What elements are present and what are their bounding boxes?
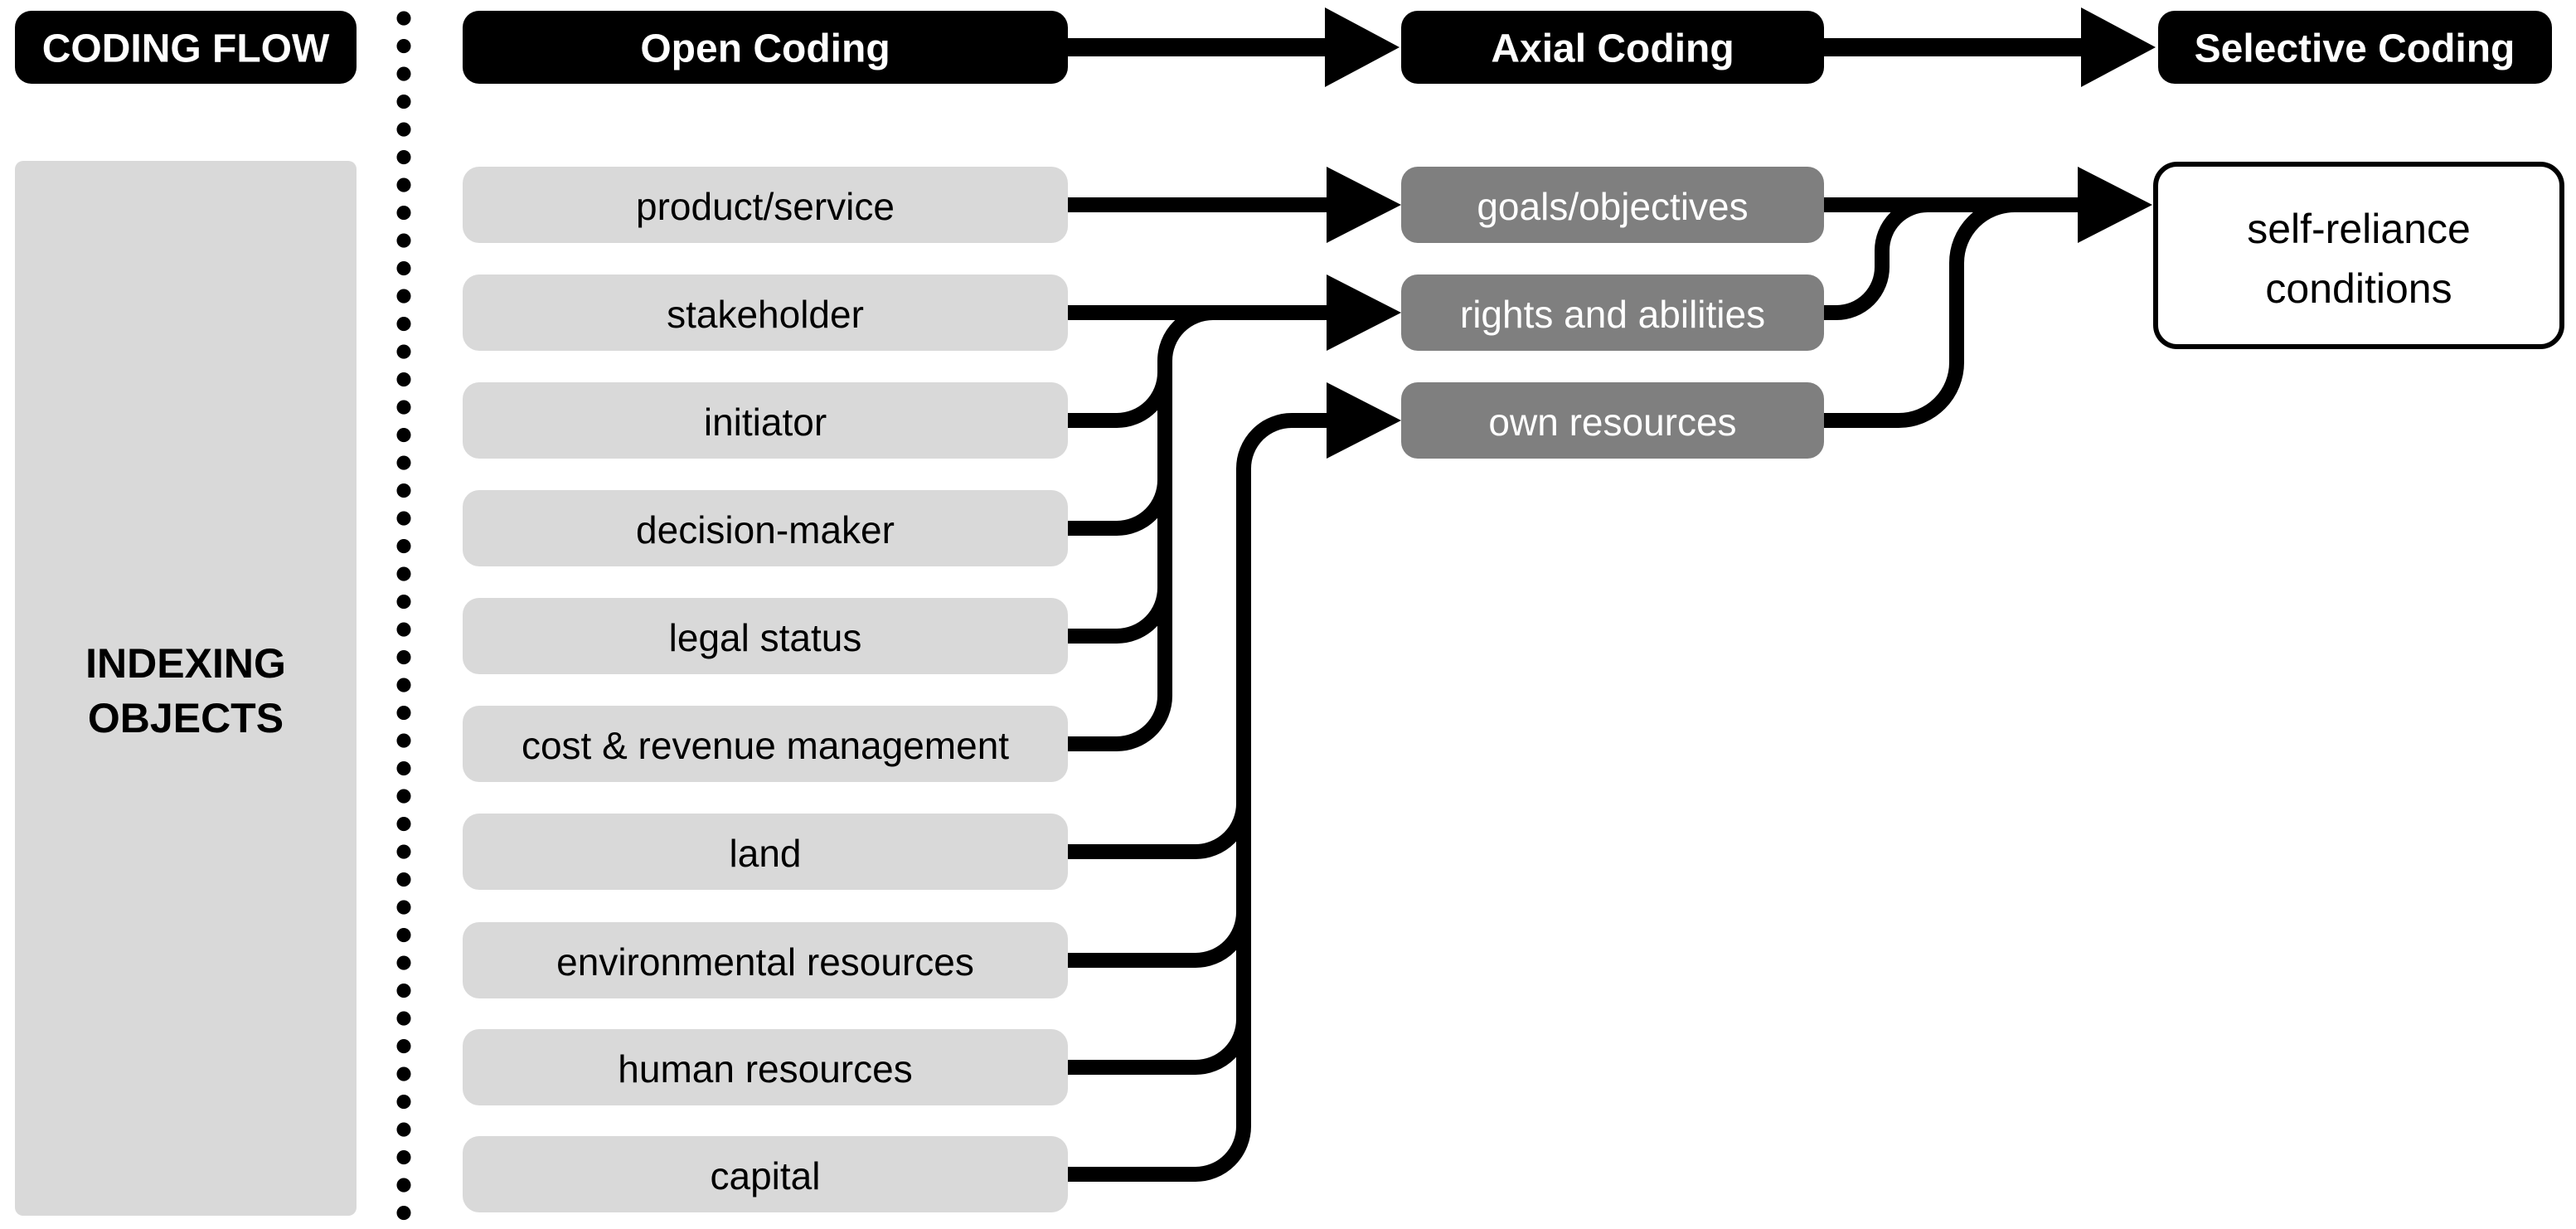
axial-code-rights-abilities: rights and abilities [1401,274,1824,351]
axial-code-box [1401,274,1824,351]
selective-coding-label: Selective Coding [2195,27,2515,71]
open-code-human-resources: human resources [463,1029,1068,1105]
open-code-label: land [730,832,802,875]
legend-coding-flow: CODING FLOW [15,11,357,84]
stage-axial-coding: Axial Coding [1401,11,1824,84]
arrowhead-to-rights [1327,274,1401,351]
open-code-box [463,706,1068,782]
open-code-product-service: product/service [463,167,1068,243]
open-code-box [463,814,1068,890]
axial-code-goals-objectives: goals/objectives [1401,167,1824,243]
open-code-capital: capital [463,1136,1068,1212]
axial-coding-label: Axial Coding [1491,27,1734,71]
connector-land-stub [1068,803,1251,859]
axial-code-label: rights and abilities [1460,293,1765,336]
open-code-environmental-resources: environmental resources [463,922,1068,998]
open-code-land: land [463,814,1068,890]
axial-code-box [1401,382,1824,459]
selective-code-label-line2: conditions [2265,265,2452,312]
arrowhead-to-selfreliance [2078,167,2152,243]
connector-legalstatus-stub [1068,587,1172,644]
open-code-label: environmental resources [556,940,974,984]
coding-flow-box [15,11,357,84]
open-code-box [463,1029,1068,1105]
stage-selective-coding: Selective Coding [2158,11,2552,84]
open-code-label: legal status [669,616,862,659]
axial-code-label: own resources [1488,401,1736,444]
open-code-box [463,1136,1068,1212]
open-code-label: stakeholder [667,293,864,336]
open-coding-label: Open Coding [640,27,890,71]
axial-coding-box [1401,11,1824,84]
selective-coding-box [2158,11,2552,84]
selective-code-box [2153,162,2564,349]
open-code-label: initiator [704,401,827,444]
open-code-legal-status: legal status [463,598,1068,674]
open-code-decision-maker: decision-maker [463,490,1068,566]
connector-costrevenue-merge-to-rights [1068,305,1337,751]
open-coding-box [463,11,1068,84]
axial-code-own-resources: own resources [1401,382,1824,459]
axial-code-label: goals/objectives [1477,185,1748,228]
connector-rights-merge [1824,197,2089,320]
connector-decisionmaker-stub [1068,479,1172,536]
arrowhead-to-goals [1327,167,1401,243]
open-code-box [463,490,1068,566]
connector-environmental-stub [1068,911,1251,968]
arrowhead-to-own-resources [1327,382,1401,459]
open-code-cost-revenue: cost & revenue management [463,706,1068,782]
open-code-box [463,382,1068,459]
open-code-box [463,167,1068,243]
stage-open-coding: Open Coding [463,11,1068,84]
open-code-initiator: initiator [463,382,1068,459]
axial-code-box [1401,167,1824,243]
indexing-objects-label-line1: INDEXING [85,640,286,687]
open-code-label: capital [711,1154,821,1197]
arrowhead-to-axial-coding [1325,7,1400,87]
open-code-stakeholder: stakeholder [463,274,1068,351]
open-code-box [463,922,1068,998]
connector-human-stub [1068,1018,1251,1075]
open-code-box [463,274,1068,351]
open-code-label: cost & revenue management [522,724,1009,767]
connector-capital-merge-to-own [1068,413,1337,1182]
indexing-objects-panel: INDEXING OBJECTS [15,161,357,1216]
selective-code-self-reliance: self-reliance conditions [2153,162,2564,349]
selective-code-label-line1: self-reliance [2247,206,2471,252]
open-code-label: decision-maker [636,508,895,551]
connector-initiator-stub [1068,372,1172,428]
open-code-label: product/service [636,185,895,228]
open-code-label: human resources [618,1047,912,1091]
connector-own-merge [1824,197,2089,428]
indexing-objects-label-line2: OBJECTS [88,695,284,741]
indexing-objects-box [15,161,357,1216]
coding-flow-label: CODING FLOW [42,27,330,71]
arrowhead-to-selective-coding [2081,7,2156,87]
open-code-box [463,598,1068,674]
